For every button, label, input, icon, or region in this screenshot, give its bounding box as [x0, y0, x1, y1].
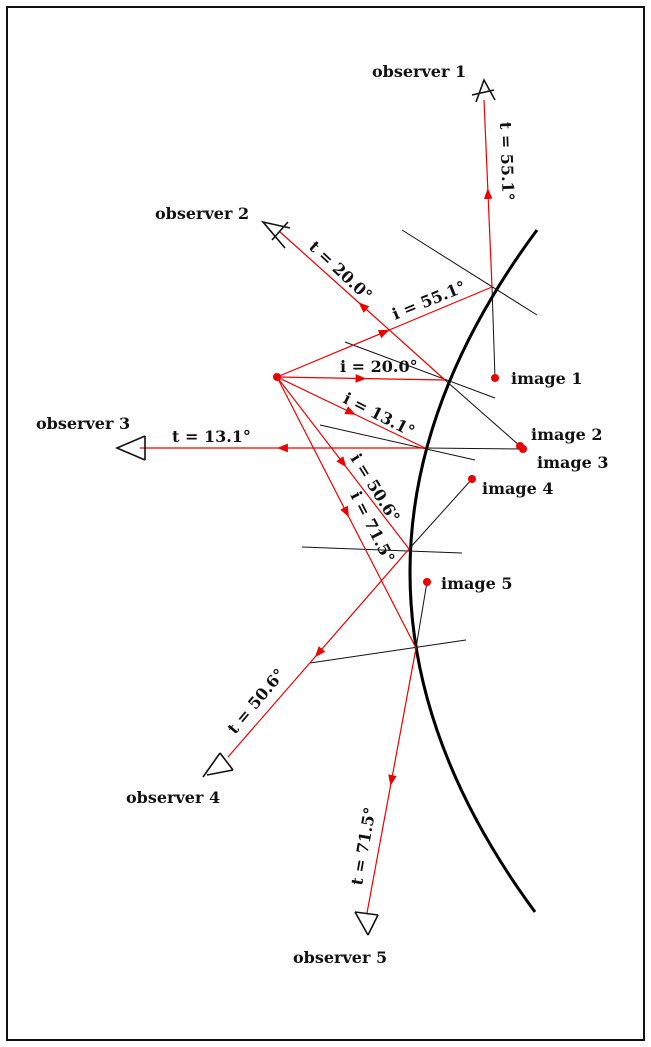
observer-5-label: observer 5 [293, 948, 387, 967]
refracted-ray-4 [227, 548, 410, 758]
i-label-2: i = 20.0° [340, 357, 418, 376]
eyes [114, 78, 496, 936]
t-label-2: t = 20.0° [305, 237, 376, 305]
incident-ray-2 [276, 374, 446, 383]
t-label-4: t = 50.6° [224, 665, 289, 738]
image-point [491, 374, 499, 382]
observer-4-label: observer 4 [126, 788, 220, 807]
image-4-label: image 4 [482, 479, 553, 498]
points [273, 373, 527, 586]
incident-ray-3 [276, 376, 426, 449]
observer-1-label: observer 1 [372, 62, 466, 81]
incident-ray-5 [276, 376, 417, 649]
image-lines [408, 286, 524, 649]
normals [301, 229, 538, 664]
image-point [423, 578, 431, 586]
image-point [519, 445, 527, 453]
t-label-3: t = 13.1° [172, 427, 251, 446]
refracted-ray-1 [483, 99, 493, 288]
refracted-ray-2 [279, 231, 446, 381]
incident-ray-1 [276, 286, 493, 378]
image-2-label: image 2 [531, 425, 602, 444]
i-label-1: i = 55.1° [389, 277, 468, 324]
image-1-label: image 1 [511, 369, 582, 388]
image-point [468, 475, 476, 483]
t-label-5: t = 71.5° [347, 806, 379, 887]
image-3-label: image 3 [537, 453, 608, 472]
frame [6, 6, 645, 1041]
refracting-surface [408, 229, 539, 913]
i-label-3: i = 13.1° [340, 389, 418, 441]
observer-2-label: observer 2 [155, 204, 249, 223]
incident-ray-4 [276, 376, 410, 550]
t-label-1: t = 55.1° [496, 121, 518, 201]
observer-3-label: observer 3 [36, 414, 130, 433]
image-5-label: image 5 [441, 574, 512, 593]
source-point [273, 373, 281, 381]
rays [140, 99, 493, 914]
refracted-ray-5 [366, 647, 417, 914]
